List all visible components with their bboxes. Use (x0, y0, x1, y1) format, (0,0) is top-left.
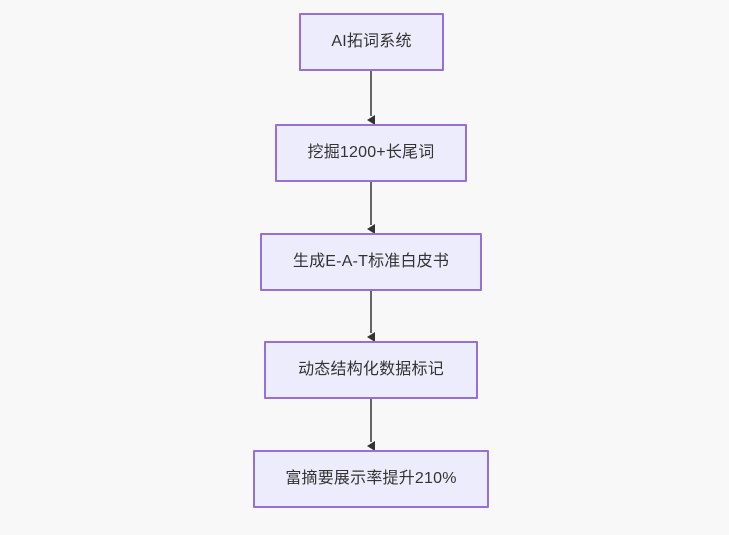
flow-node-label: AI拓词系统 (331, 33, 412, 51)
flow-node-label: 挖掘1200+长尾词 (307, 144, 435, 162)
flow-node-label: 生成E-A-T标准白皮书 (292, 253, 450, 271)
flow-node-rich-snippet-impression-uplift[interactable]: 富摘要展示率提升210% (253, 450, 489, 508)
flow-node-generate-eat-whitepaper[interactable]: 生成E-A-T标准白皮书 (260, 233, 482, 291)
flow-node-dynamic-structured-data-markup[interactable]: 动态结构化数据标记 (264, 341, 478, 399)
flow-node-label: 富摘要展示率提升210% (285, 470, 457, 488)
flow-node-label: 动态结构化数据标记 (298, 361, 444, 379)
flow-node-mine-longtail-keywords[interactable]: 挖掘1200+长尾词 (275, 124, 467, 182)
flow-node-ai-keyword-system[interactable]: AI拓词系统 (299, 13, 444, 71)
